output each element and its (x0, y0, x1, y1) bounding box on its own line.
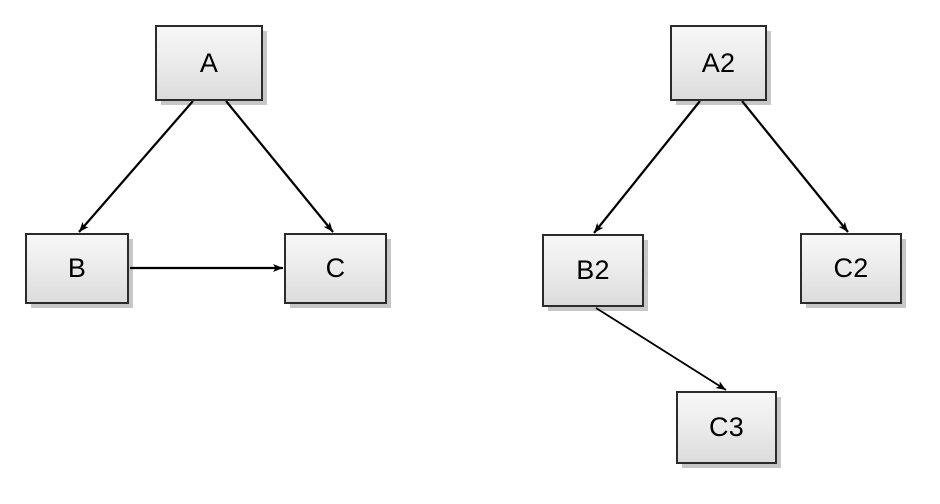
node-label: B2 (576, 255, 610, 285)
edge-b2-to-c3 (595, 307, 727, 391)
node-b[interactable]: B (25, 233, 129, 304)
edge-a2-to-c2 (741, 100, 849, 233)
node-label: C3 (709, 412, 744, 442)
node-label: C2 (833, 253, 869, 283)
node-a[interactable]: A (155, 25, 263, 101)
node-c3[interactable]: C3 (676, 391, 777, 464)
edge-a-to-b (78, 100, 194, 233)
node-label: B (67, 253, 87, 283)
node-label: A2 (701, 47, 736, 78)
edge-a2-to-b2 (593, 100, 701, 234)
node-a2[interactable]: A2 (670, 25, 767, 101)
edge-a-to-c (225, 100, 334, 233)
node-label: A (199, 47, 219, 78)
node-c2[interactable]: C2 (800, 233, 902, 304)
node-c[interactable]: C (284, 233, 387, 304)
node-label: C (325, 253, 346, 283)
node-b2[interactable]: B2 (542, 234, 644, 307)
